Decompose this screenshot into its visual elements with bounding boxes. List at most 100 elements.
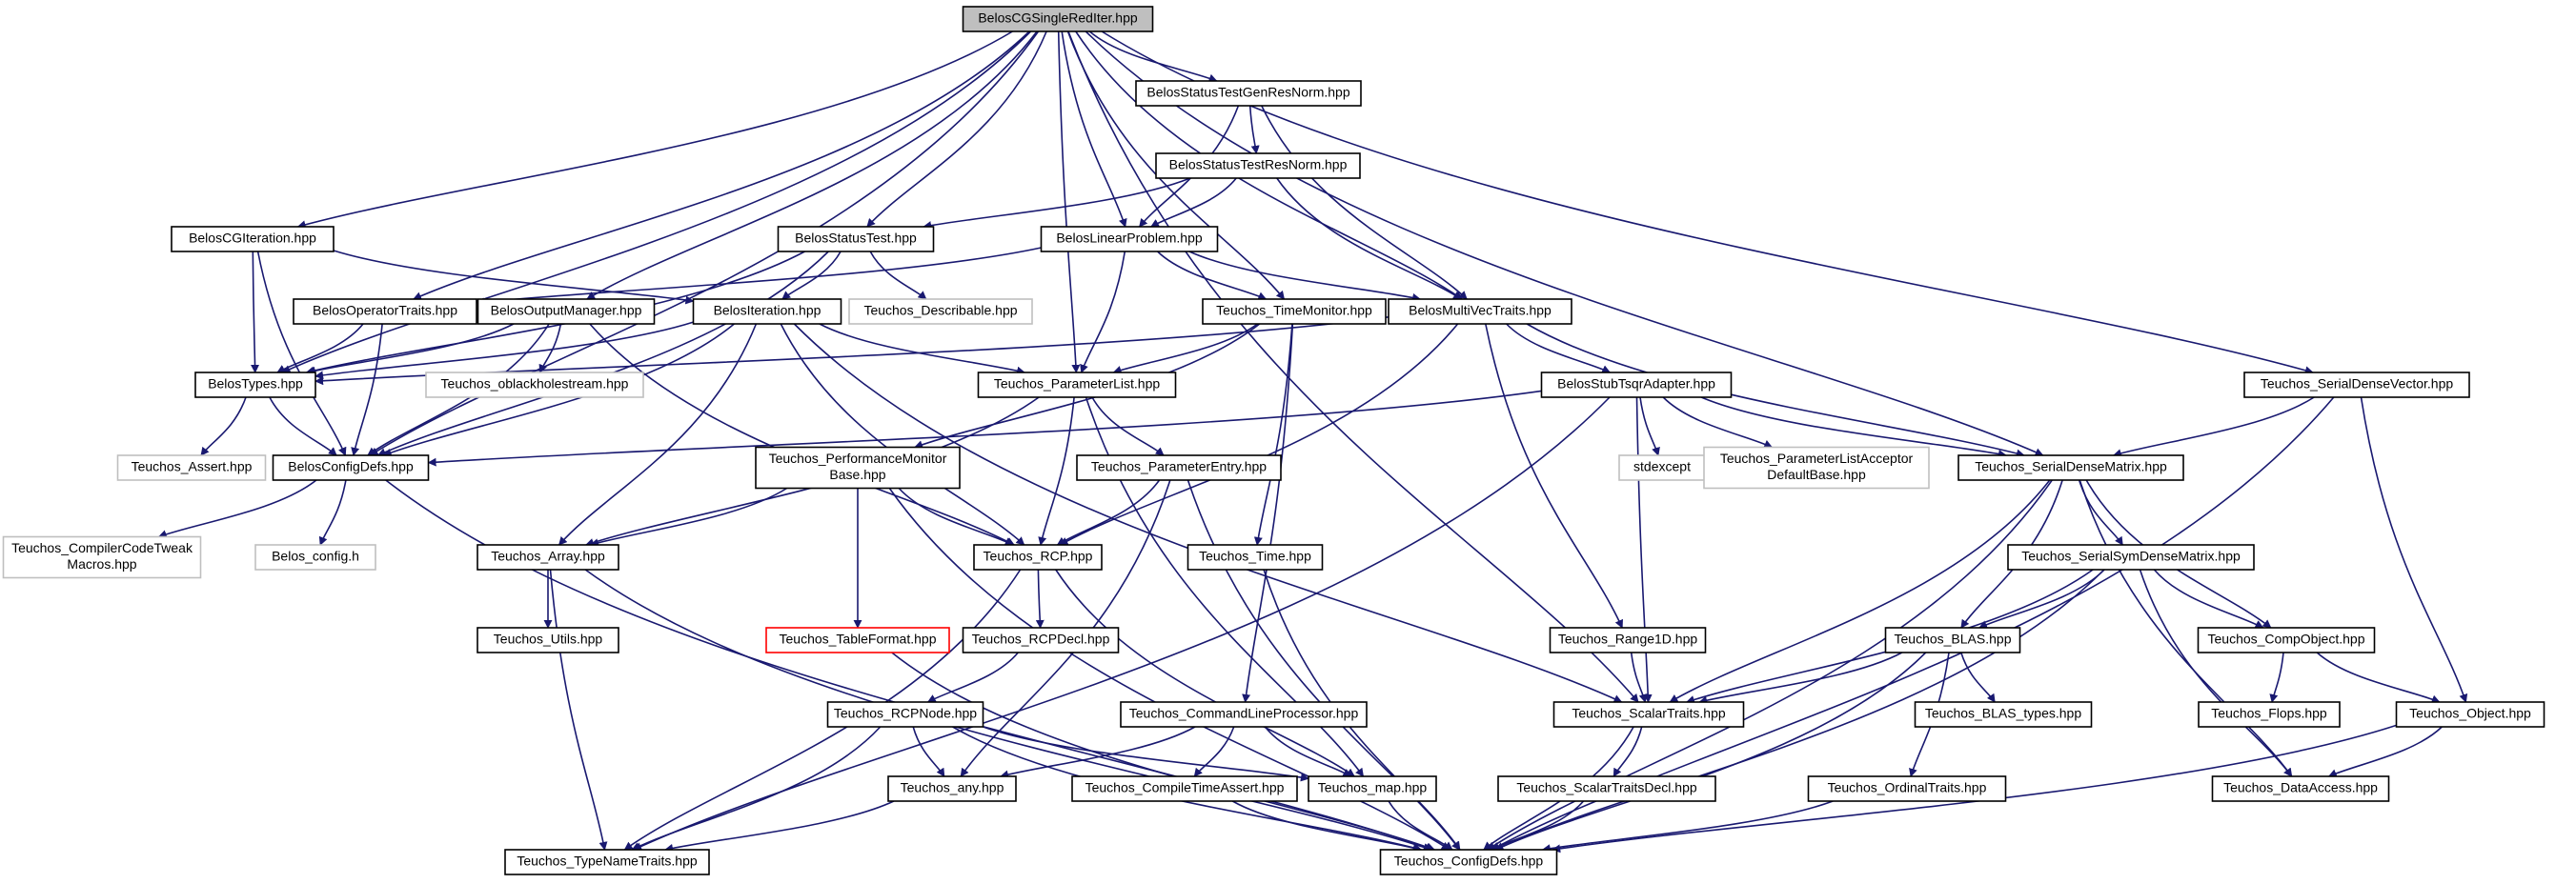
edge-compobj-to-flops [2269,652,2284,703]
edge-linprob-to-optraits [476,247,1042,307]
node-optraits[interactable]: BelosOperatorTraits.hpp [293,298,477,325]
node-dataacc[interactable]: Teuchos_DataAccess.hpp [2211,775,2390,802]
node-sttest[interactable]: BelosStatusTest.hpp [777,226,935,252]
node-label: Teuchos_DataAccess.hpp [2223,780,2378,795]
node-box [1807,775,2007,802]
node-oblack[interactable]: Teuchos_oblackholestream.hpp [425,372,644,398]
node-root[interactable]: BelosCGSingleRedIter.hpp [962,6,1154,32]
node-sdmat[interactable]: Teuchos_SerialDenseMatrix.hpp [1957,454,2184,481]
edge-optraits-to-cfgdefs [351,323,383,456]
node-rcp[interactable]: Teuchos_RCP.hpp [973,544,1103,571]
node-scalar[interactable]: Teuchos_ScalarTraits.hpp [1552,701,1745,728]
edge-compobj-to-object [2316,652,2441,704]
node-timemon[interactable]: Teuchos_TimeMonitor.hpp [1202,298,1387,325]
node-plist[interactable]: Teuchos_ParameterList.hpp [977,372,1177,398]
node-sdvec[interactable]: Teuchos_SerialDenseVector.hpp [2243,372,2470,398]
node-time[interactable]: Teuchos_Time.hpp [1187,544,1324,571]
node-tblfmt[interactable]: Teuchos_TableFormat.hpp [765,627,950,653]
node-label: Teuchos_ParameterEntry.hpp [1091,459,1267,474]
node-ssdmat[interactable]: Teuchos_SerialSymDenseMatrix.hpp [2007,544,2255,571]
node-ctassert[interactable]: Teuchos_CompileTimeAssert.hpp [1071,775,1298,802]
node-stgrn[interactable]: BelosStatusTestGenResNorm.hpp [1135,80,1362,107]
node-assert[interactable]: Teuchos_Assert.hpp [116,454,267,481]
node-array[interactable]: Teuchos_Array.hpp [477,544,619,571]
edge-strn-to-linprob [1150,177,1237,228]
node-label: Teuchos_TableFormat.hpp [780,632,937,647]
edge-tsqr-to-sdmat [1700,396,2007,458]
node-label: Teuchos_SerialSymDenseMatrix.hpp [2021,549,2241,564]
node-label: Teuchos_TypeNameTraits.hpp [517,854,698,869]
node-mvtraits[interactable]: BelosMultiVecTraits.hpp [1388,298,1572,325]
node-cfgdefs[interactable]: BelosConfigDefs.hpp [272,454,430,481]
file-nodes: BelosCGSingleRedIter.hppBelosStatusTestG… [2,6,2546,875]
node-label: BelosMultiVecTraits.hpp [1409,303,1552,318]
node-label: Teuchos_RCPNode.hpp [834,706,977,721]
edge-sdvec-to-object [2360,396,2468,703]
edge-sttest-to-iter [781,251,842,300]
node-clp[interactable]: Teuchos_CommandLineProcessor.hpp [1120,701,1368,728]
node-label: Teuchos_CompileTimeAssert.hpp [1085,780,1285,795]
node-scalardecl[interactable]: Teuchos_ScalarTraitsDecl.hpp [1497,775,1716,802]
node-placc[interactable]: Teuchos_ParameterListAcceptorDefaultBase… [1703,446,1930,490]
edge-outmgr-to-cfgdefs [367,323,550,456]
edge-types-to-assert [200,396,247,456]
node-bconfig[interactable]: Belos_config.h [254,544,376,571]
node-outmgr[interactable]: BelosOutputManager.hpp [477,298,656,325]
edge-root-to-sdvec [1101,30,2314,375]
node-stdexc[interactable]: stdexcept [1618,454,1706,481]
node-box [2007,544,2255,571]
node-box [1914,701,2093,728]
node-iter[interactable]: BelosIteration.hpp [692,298,842,325]
node-label: BelosCGSingleRedIter.hpp [978,10,1138,26]
node-label: BelosStatusTestResNorm.hpp [1169,157,1348,172]
node-tsqr[interactable]: BelosStubTsqrAdapter.hpp [1540,372,1733,398]
edge-root-to-mvtraits [1075,30,1463,300]
node-label: Teuchos_oblackholestream.hpp [441,376,629,392]
node-object[interactable]: Teuchos_Object.hpp [2395,701,2546,728]
node-utils[interactable]: Teuchos_Utils.hpp [477,627,619,653]
node-pentry[interactable]: Teuchos_ParameterEntry.hpp [1076,454,1282,481]
node-box [1552,701,1745,728]
node-ordinal[interactable]: Teuchos_OrdinalTraits.hpp [1807,775,2007,802]
node-blastypes[interactable]: Teuchos_BLAS_types.hpp [1914,701,2093,728]
node-any[interactable]: Teuchos_any.hpp [887,775,1017,802]
edge-cfgdefs-to-ccodetweak [157,479,317,538]
node-blas[interactable]: Teuchos_BLAS.hpp [1884,627,2021,653]
node-box [1135,80,1362,107]
edge-root-to-stgrn [1088,30,1218,83]
edge-clp-to-map [1264,726,1352,777]
node-label: Teuchos_SerialDenseVector.hpp [2261,376,2454,392]
node-label: Teuchos_ScalarTraits.hpp [1572,706,1726,721]
node-cgiter[interactable]: BelosCGIteration.hpp [171,226,335,252]
node-typename[interactable]: Teuchos_TypeNameTraits.hpp [504,849,710,875]
edge-tblfmt-to-tconfig [891,652,1436,852]
node-map[interactable]: Teuchos_map.hpp [1308,775,1437,802]
edge-rcpnode-to-map [983,726,1309,782]
node-box [1308,775,1437,802]
node-box [1388,298,1572,325]
node-box [2395,701,2546,728]
node-box [1957,454,2184,481]
node-types[interactable]: BelosTypes.hpp [194,372,316,398]
node-tconfig[interactable]: Teuchos_ConfigDefs.hpp [1379,849,1558,875]
node-rcpnode[interactable]: Teuchos_RCPNode.hpp [826,701,984,728]
node-range1d[interactable]: Teuchos_Range1D.hpp [1549,627,1707,653]
node-compobj[interactable]: Teuchos_CompObject.hpp [2197,627,2376,653]
edge-ssdmat-to-tconfig [1494,569,2105,851]
node-describ[interactable]: Teuchos_Describable.hpp [848,298,1033,325]
edge-root-to-sdmat [1085,30,2044,456]
edge-stgrn-to-linprob [1138,105,1240,228]
edge-clp-to-any [1000,726,1196,779]
edge-array-to-tconfig [584,569,1432,852]
node-label: BelosOutputManager.hpp [491,303,642,318]
node-label: Teuchos_OrdinalTraits.hpp [1828,780,1987,795]
node-flops[interactable]: Teuchos_Flops.hpp [2198,701,2341,728]
edge-tsqr-to-stdexc [1639,396,1660,456]
node-box [962,627,1120,653]
node-rcpdecl[interactable]: Teuchos_RCPDecl.hpp [962,627,1120,653]
node-linprob[interactable]: BelosLinearProblem.hpp [1040,226,1219,252]
node-strn[interactable]: BelosStatusTestResNorm.hpp [1155,152,1361,179]
edge-sttest-to-types [305,251,805,375]
